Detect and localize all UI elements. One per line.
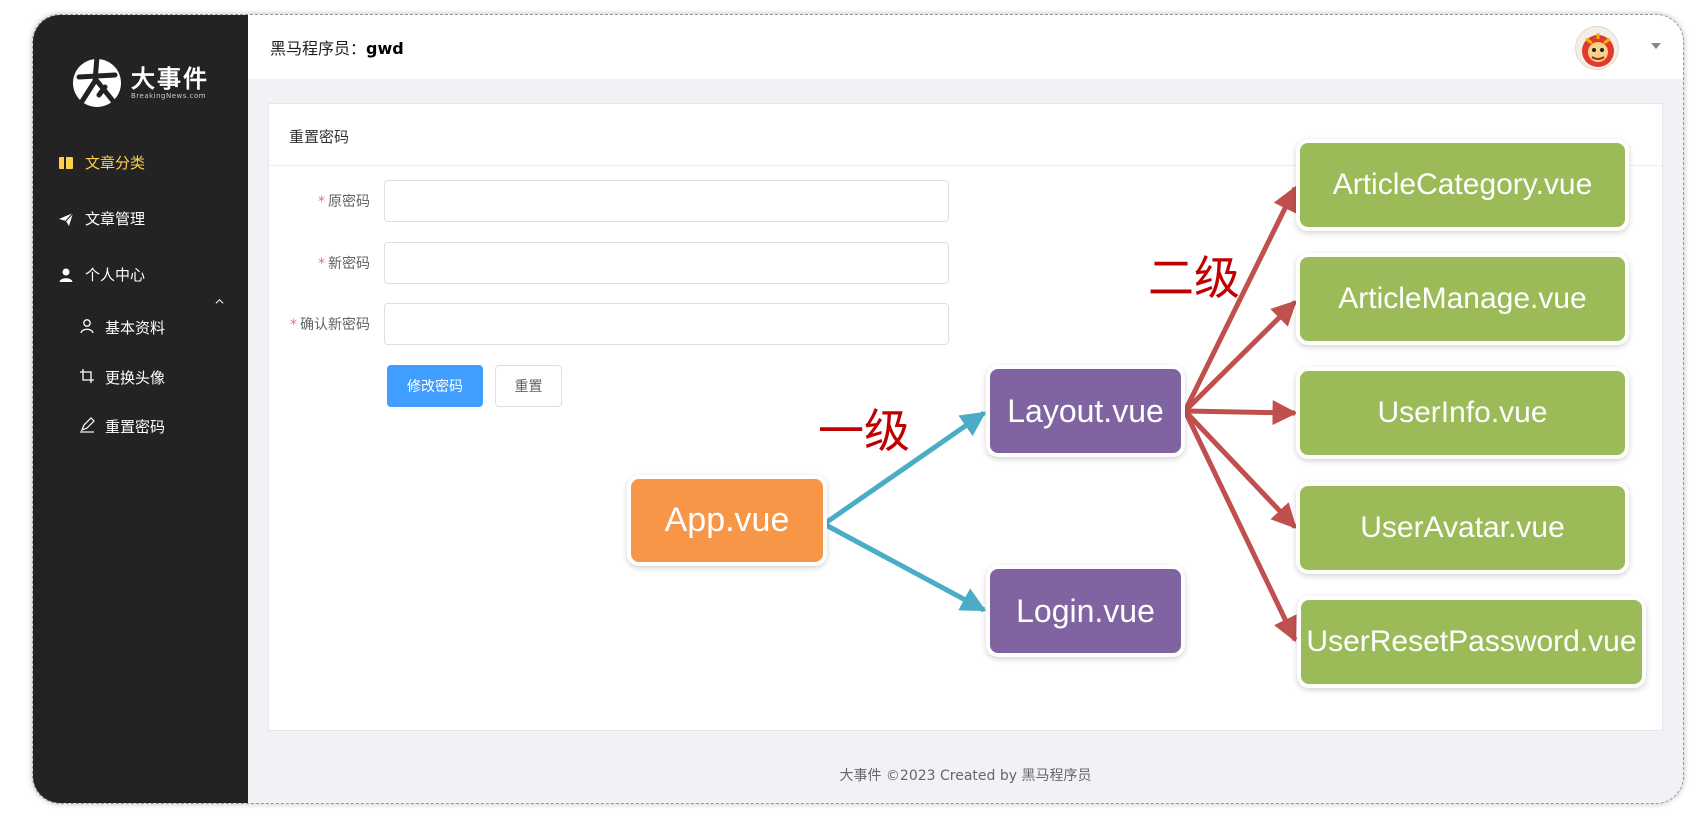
- sidebar-item-change-avatar[interactable]: 更换头像: [79, 367, 165, 388]
- change-password-button[interactable]: 修改密码: [387, 365, 483, 407]
- sidebar-item-basic-info[interactable]: 基本资料: [79, 317, 165, 338]
- card-title: 重置密码: [269, 104, 1662, 166]
- top-header: 黑马程序员：gwd: [248, 15, 1683, 79]
- crop-icon: [79, 368, 95, 388]
- edit-pen-icon: [79, 416, 95, 437]
- reset-button[interactable]: 重置: [495, 365, 562, 407]
- node-app-vue: App.vue: [631, 479, 823, 562]
- logo: 大事件 BreakingNews.com: [71, 51, 211, 111]
- sidebar-item-personal-center[interactable]: 个人中心: [57, 264, 145, 285]
- logo-subtitle: BreakingNews.com: [131, 92, 207, 100]
- lion-avatar-icon: [1582, 33, 1614, 67]
- form-label-text: 原密码: [328, 194, 370, 210]
- node-login-vue: Login.vue: [990, 569, 1181, 653]
- required-mark: *: [318, 194, 325, 210]
- sidebar-item-label: 文章管理: [85, 210, 146, 228]
- form-label: *新密码: [269, 253, 384, 273]
- logo-text: 大事件: [131, 64, 209, 93]
- sidebar-item-article-category[interactable]: 文章分类: [57, 152, 145, 173]
- header-prefix: 黑马程序员：: [270, 39, 367, 58]
- header-username: gwd: [366, 39, 404, 58]
- chevron-down-icon[interactable]: [1651, 43, 1661, 49]
- book-icon: [57, 154, 75, 172]
- sidebar-item-label: 重置密码: [105, 418, 166, 436]
- sidebar-item-label: 个人中心: [85, 266, 146, 284]
- form-row-confirm-password: *确认新密码: [269, 303, 949, 345]
- paper-plane-icon: [57, 210, 75, 228]
- node-userresetpassword-vue: UserResetPassword.vue: [1301, 600, 1642, 684]
- sidebar-item-reset-password[interactable]: 重置密码: [79, 416, 165, 437]
- sidebar-item-label: 基本资料: [105, 319, 166, 337]
- footer-text: 大事件 ©2023 Created by 黑马程序员: [839, 768, 1092, 784]
- avatar[interactable]: [1575, 26, 1619, 70]
- form-label: *原密码: [269, 191, 384, 211]
- user-icon: [57, 266, 75, 284]
- form-row-new-password: *新密码: [269, 242, 949, 284]
- required-mark: *: [318, 256, 325, 272]
- sidebar-item-article-manage[interactable]: 文章管理: [57, 208, 145, 229]
- user-outline-icon: [79, 318, 95, 338]
- sidebar-item-label: 更换头像: [105, 369, 166, 387]
- new-password-input[interactable]: [384, 242, 949, 284]
- logo-mark-icon: [73, 54, 121, 107]
- header-user-title: 黑马程序员：gwd: [270, 35, 404, 59]
- node-articlecategory-vue: ArticleCategory.vue: [1300, 143, 1625, 227]
- form-label-text: 确认新密码: [300, 317, 370, 333]
- old-password-input[interactable]: [384, 180, 949, 222]
- sidebar: 大事件 BreakingNews.com 文章分类 文章管理 个人中心: [33, 15, 248, 803]
- chevron-up-icon: [215, 298, 224, 304]
- node-useravatar-vue: UserAvatar.vue: [1300, 486, 1625, 570]
- form-label-text: 新密码: [328, 256, 370, 272]
- required-mark: *: [290, 317, 297, 333]
- confirm-password-input[interactable]: [384, 303, 949, 345]
- form-row-old-password: *原密码: [269, 180, 949, 222]
- form-label: *确认新密码: [269, 314, 384, 334]
- node-layout-vue: Layout.vue: [990, 369, 1181, 453]
- sidebar-item-label: 文章分类: [85, 154, 146, 172]
- node-userinfo-vue: UserInfo.vue: [1300, 371, 1625, 455]
- node-articlemanage-vue: ArticleManage.vue: [1300, 257, 1625, 341]
